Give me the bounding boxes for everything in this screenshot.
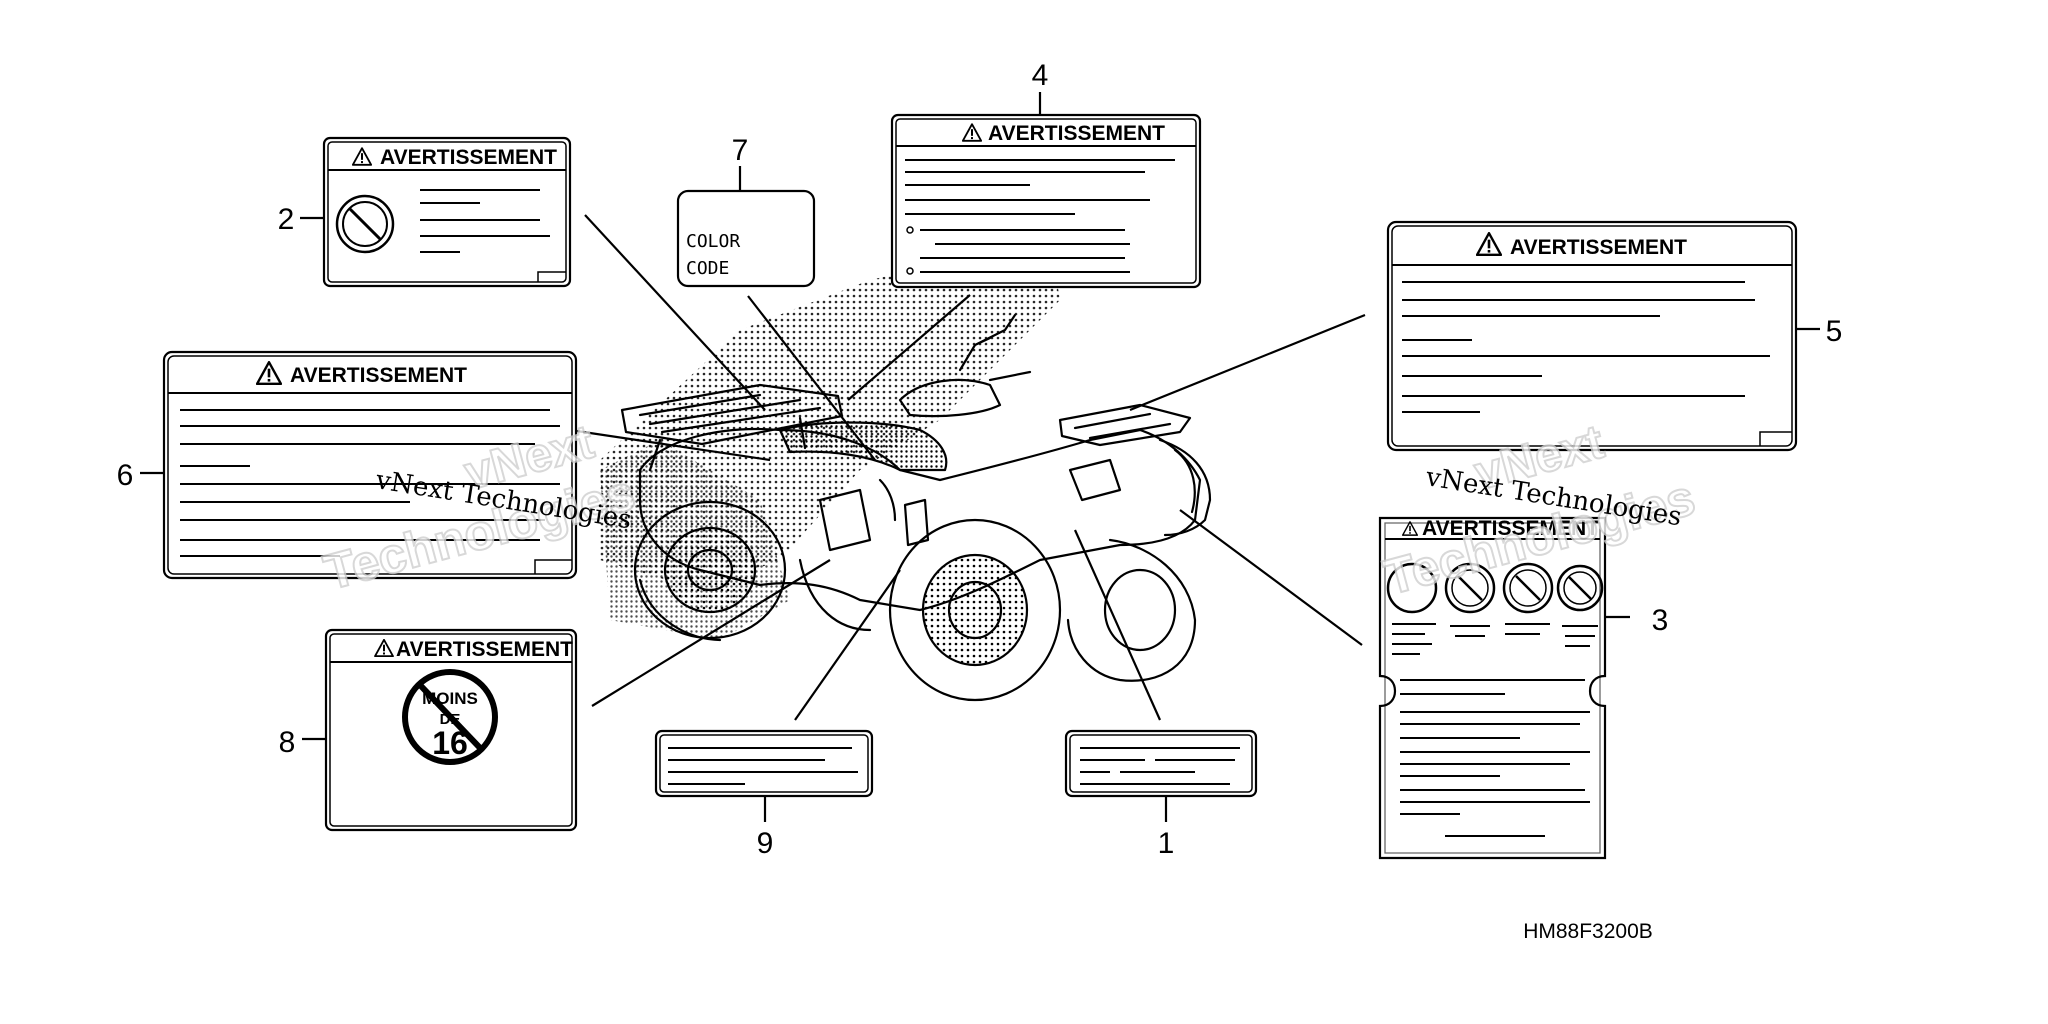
prohibition-icon: [1386, 562, 1604, 614]
callouts: [140, 92, 1820, 822]
drawing-code: HM88F3200B: [1523, 920, 1653, 943]
prohibition-icon: [335, 194, 395, 254]
callout-8: 8: [279, 726, 296, 759]
callout-5: 5: [1826, 315, 1843, 348]
label-3: AVERTISSEMENT: [1378, 516, 1607, 860]
label-5: AVERTISSEMENT: [1386, 220, 1798, 452]
label-4-header: AVERTISSEMENT: [988, 122, 1165, 145]
label-2: AVERTISSEMENT: [322, 136, 572, 288]
label-1: [1064, 729, 1258, 798]
callout-2: 2: [278, 203, 295, 236]
label-8: AVERTISSEMENT MOINS DE 16: [324, 628, 578, 832]
callout-6: 6: [117, 459, 134, 492]
callout-9: 9: [757, 827, 774, 860]
label-7: COLOR CODE: [676, 189, 816, 288]
atv-illustration: [600, 240, 1212, 702]
label-8-header: AVERTISSEMENT: [396, 638, 573, 661]
callout-7: 7: [732, 134, 749, 167]
label-4: AVERTISSEMENT: [890, 113, 1202, 289]
leader-lines: [569, 214, 1366, 721]
callout-4: 4: [1032, 59, 1049, 92]
label-6: AVERTISSEMENT: [162, 350, 578, 580]
color-code-line1: COLOR: [686, 231, 740, 252]
label-3-header: AVERTISSEMENT: [1422, 517, 1599, 540]
label-9: [654, 729, 874, 798]
label-2-header: AVERTISSEMENT: [380, 146, 557, 169]
callout-3: 3: [1652, 604, 1669, 637]
age-restriction-icon: MOINS DE 16: [402, 669, 498, 765]
callout-1: 1: [1158, 827, 1175, 860]
label-6-header: AVERTISSEMENT: [290, 364, 467, 387]
label-5-header: AVERTISSEMENT: [1510, 236, 1687, 259]
color-code-line2: CODE: [686, 258, 729, 279]
